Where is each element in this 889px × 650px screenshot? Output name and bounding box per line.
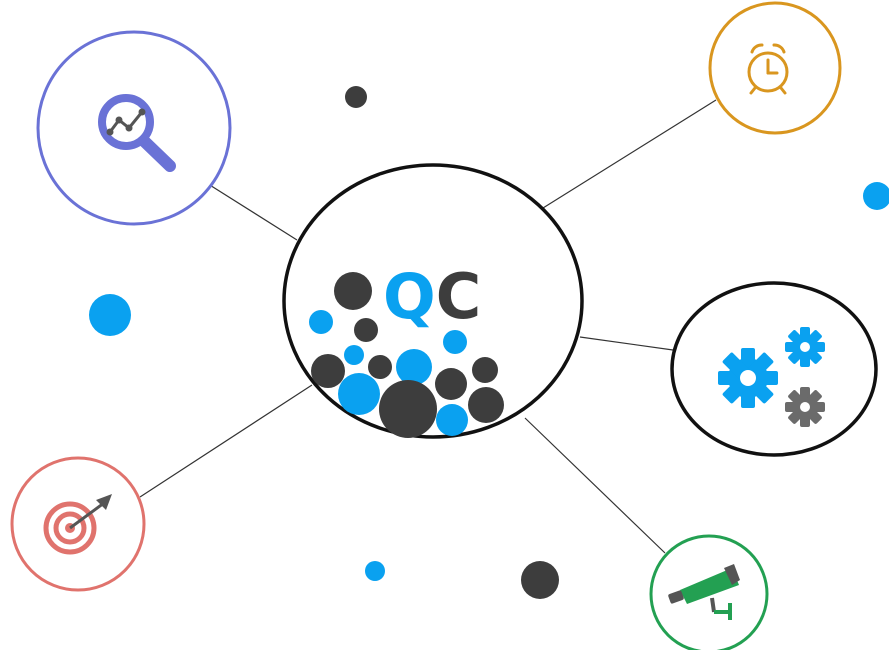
connector-analytics bbox=[204, 181, 298, 241]
analytics-node-ring bbox=[36, 30, 232, 226]
connector-lines bbox=[139, 99, 717, 554]
bubble bbox=[435, 368, 467, 400]
connector-target bbox=[139, 384, 313, 498]
bubble bbox=[472, 357, 498, 383]
alarm-clock-icon bbox=[747, 43, 789, 95]
connector-settings bbox=[579, 336, 674, 351]
center-node: QC bbox=[282, 163, 584, 439]
gears-icon bbox=[718, 327, 825, 427]
center-outline bbox=[282, 163, 584, 439]
gear-large-icon bbox=[718, 348, 778, 408]
qc-letter-c: C bbox=[436, 260, 482, 333]
bubble bbox=[334, 272, 372, 310]
target-node-ring bbox=[10, 456, 146, 592]
qc-letter-q: Q bbox=[383, 260, 436, 333]
connector-camera bbox=[524, 417, 666, 554]
bubble bbox=[338, 373, 380, 415]
dot-blue-left bbox=[89, 294, 131, 336]
bubble bbox=[396, 349, 432, 385]
analytics-node bbox=[36, 30, 232, 226]
dot-dark-top bbox=[345, 86, 367, 108]
bubble bbox=[311, 354, 345, 388]
camera-node bbox=[649, 534, 769, 650]
center-bubbles bbox=[309, 272, 504, 438]
settings-node bbox=[670, 281, 878, 457]
bubble bbox=[368, 355, 392, 379]
magnifier-chart-icon bbox=[98, 94, 176, 172]
bubble bbox=[468, 387, 504, 423]
bubble bbox=[443, 330, 467, 354]
bubble bbox=[309, 310, 333, 334]
alarm-node-ring bbox=[708, 1, 842, 135]
scatter-dots bbox=[89, 86, 889, 599]
gear-small-blue-icon bbox=[785, 327, 825, 367]
bubble bbox=[436, 404, 468, 436]
dot-dark-bottom bbox=[521, 561, 559, 599]
bubble bbox=[354, 318, 378, 342]
bubble bbox=[379, 380, 437, 438]
dot-blue-bottom bbox=[365, 561, 385, 581]
qc-label: QC bbox=[383, 260, 481, 333]
alarm-node bbox=[708, 1, 842, 135]
dot-blue-right bbox=[863, 182, 889, 210]
bubble bbox=[344, 345, 364, 365]
settings-node-ring bbox=[670, 281, 878, 457]
security-camera-icon bbox=[668, 564, 740, 620]
gear-small-gray-icon bbox=[785, 387, 825, 427]
target-arrow-icon bbox=[43, 494, 112, 555]
target-node bbox=[10, 456, 146, 592]
connector-alarm bbox=[542, 99, 717, 209]
